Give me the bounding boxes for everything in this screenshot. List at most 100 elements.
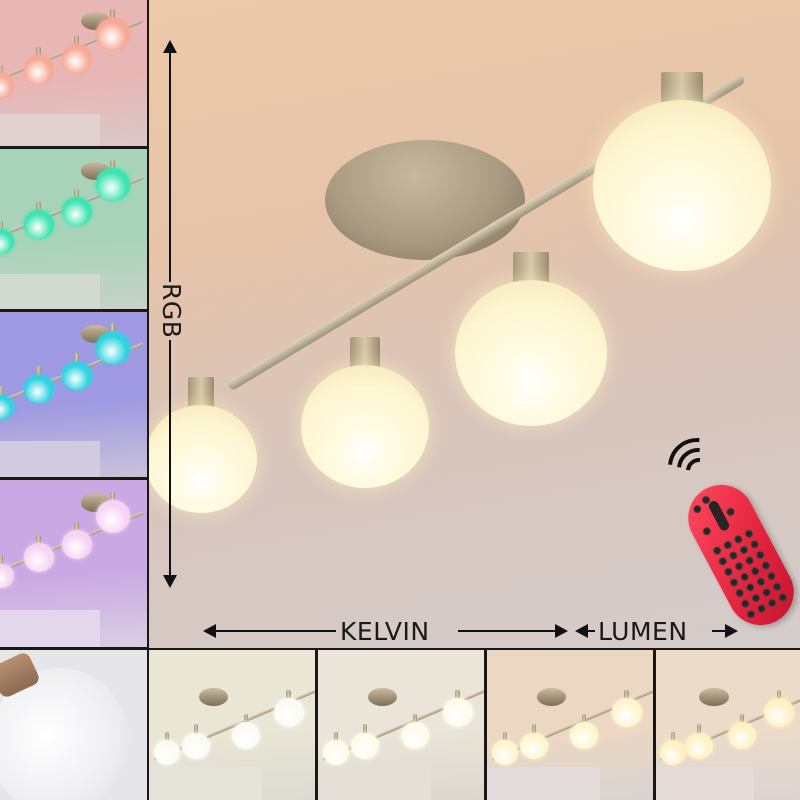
- globe-shade: [61, 197, 92, 226]
- remote-button: [760, 560, 772, 571]
- globe-shade: [23, 55, 54, 85]
- remote-button: [755, 576, 767, 588]
- ceiling-canopy: [325, 140, 525, 260]
- globe-shade: [61, 361, 92, 391]
- rgb-panel-red: [0, 0, 147, 146]
- remote-button: [749, 565, 761, 577]
- spot-arm: [36, 201, 41, 212]
- globe-shade: [61, 43, 92, 73]
- spot-arm: [109, 159, 116, 170]
- globe-shade: [273, 698, 304, 727]
- globe-shade: [728, 722, 756, 749]
- arrow-right-icon: [725, 624, 738, 638]
- spot-arm: [739, 713, 745, 724]
- main-product-image: [149, 0, 800, 648]
- globe-shade: [301, 365, 429, 488]
- remote-button: [744, 582, 756, 593]
- wall: [318, 767, 431, 800]
- wall: [487, 767, 600, 800]
- wall: [149, 767, 262, 800]
- arrow-up-icon: [163, 40, 177, 53]
- remote-button: [761, 586, 772, 598]
- globe-shade: [401, 722, 429, 749]
- kelvin-panel-neutral: [318, 650, 484, 800]
- spot-arm: [36, 535, 41, 545]
- remote-button: [766, 597, 778, 609]
- ceiling-canopy: [536, 687, 567, 706]
- wall: [0, 273, 100, 309]
- wall: [0, 113, 100, 146]
- spot-arm: [0, 555, 4, 565]
- globe-shade: [351, 732, 380, 760]
- spot-arm: [0, 220, 4, 231]
- globe-shade: [95, 17, 130, 51]
- spot-arm: [74, 353, 80, 363]
- globe-shade: [570, 722, 598, 749]
- axis-line: [214, 630, 336, 632]
- arrow-right-icon: [555, 624, 568, 638]
- globe-shade: [442, 698, 473, 727]
- globe-shade: [95, 331, 130, 365]
- globe-shade: [0, 563, 15, 589]
- rgb-panel-green: [0, 149, 147, 309]
- spot-arm: [581, 713, 587, 724]
- globe-shade: [0, 229, 15, 254]
- remote-button: [717, 555, 729, 567]
- remote-button: [728, 550, 739, 562]
- remote-button: [732, 533, 744, 545]
- spot-arm: [109, 491, 116, 502]
- spot-arm: [109, 323, 116, 334]
- axis-line: [169, 52, 171, 282]
- spot-arm: [0, 64, 4, 75]
- remote-button: [734, 587, 746, 599]
- spot-arm: [243, 713, 249, 724]
- arrow-left-icon: [575, 624, 588, 638]
- wall: [0, 610, 100, 647]
- rgb-panel-blue: [0, 312, 147, 477]
- globe-shade: [0, 394, 15, 420]
- remote-button: [766, 570, 777, 582]
- axis-line: [712, 630, 726, 632]
- spot-arm: [74, 188, 80, 199]
- globe-shade: [0, 73, 15, 98]
- remote-button: [771, 581, 783, 593]
- globe-shade: [153, 740, 180, 765]
- remote-button: [739, 598, 751, 610]
- globe-shade: [95, 168, 130, 201]
- remote-button: [745, 608, 757, 620]
- remote-button: [754, 549, 766, 561]
- spot-arm: [109, 9, 116, 19]
- remote-button: [722, 539, 734, 551]
- ceiling-canopy: [699, 687, 729, 706]
- spot-arm: [776, 689, 782, 700]
- spot-arm: [74, 521, 80, 532]
- arrow-left-icon: [203, 624, 216, 638]
- remote-button: [733, 560, 745, 572]
- globe-shade: [455, 280, 607, 426]
- spot-arm: [455, 689, 460, 700]
- spot-arm: [412, 713, 418, 724]
- globe-shade: [611, 698, 642, 727]
- globe-shade: [23, 543, 54, 573]
- rgb-panel-pink: [0, 480, 147, 647]
- spot-arm: [286, 689, 291, 700]
- remote-button: [723, 566, 734, 578]
- spot-arm: [333, 731, 339, 742]
- globe-shade: [491, 740, 518, 765]
- globe-shade: [593, 100, 771, 271]
- remote-button: [725, 506, 736, 518]
- axis-line: [458, 630, 556, 632]
- remote-button: [744, 555, 756, 567]
- spot-arm: [193, 724, 199, 734]
- globe-shade: [520, 732, 549, 760]
- kelvin-label: KELVIN: [340, 617, 430, 646]
- globe-shade: [23, 374, 54, 404]
- axis-line: [169, 340, 171, 577]
- globe-shade: [232, 722, 260, 749]
- spot-arm: [671, 731, 676, 742]
- ceiling-canopy: [198, 687, 229, 706]
- spot-arm: [362, 724, 368, 734]
- spot-arm: [696, 724, 702, 734]
- globe-shade: [764, 698, 794, 727]
- rgb-label: RGB: [157, 283, 186, 339]
